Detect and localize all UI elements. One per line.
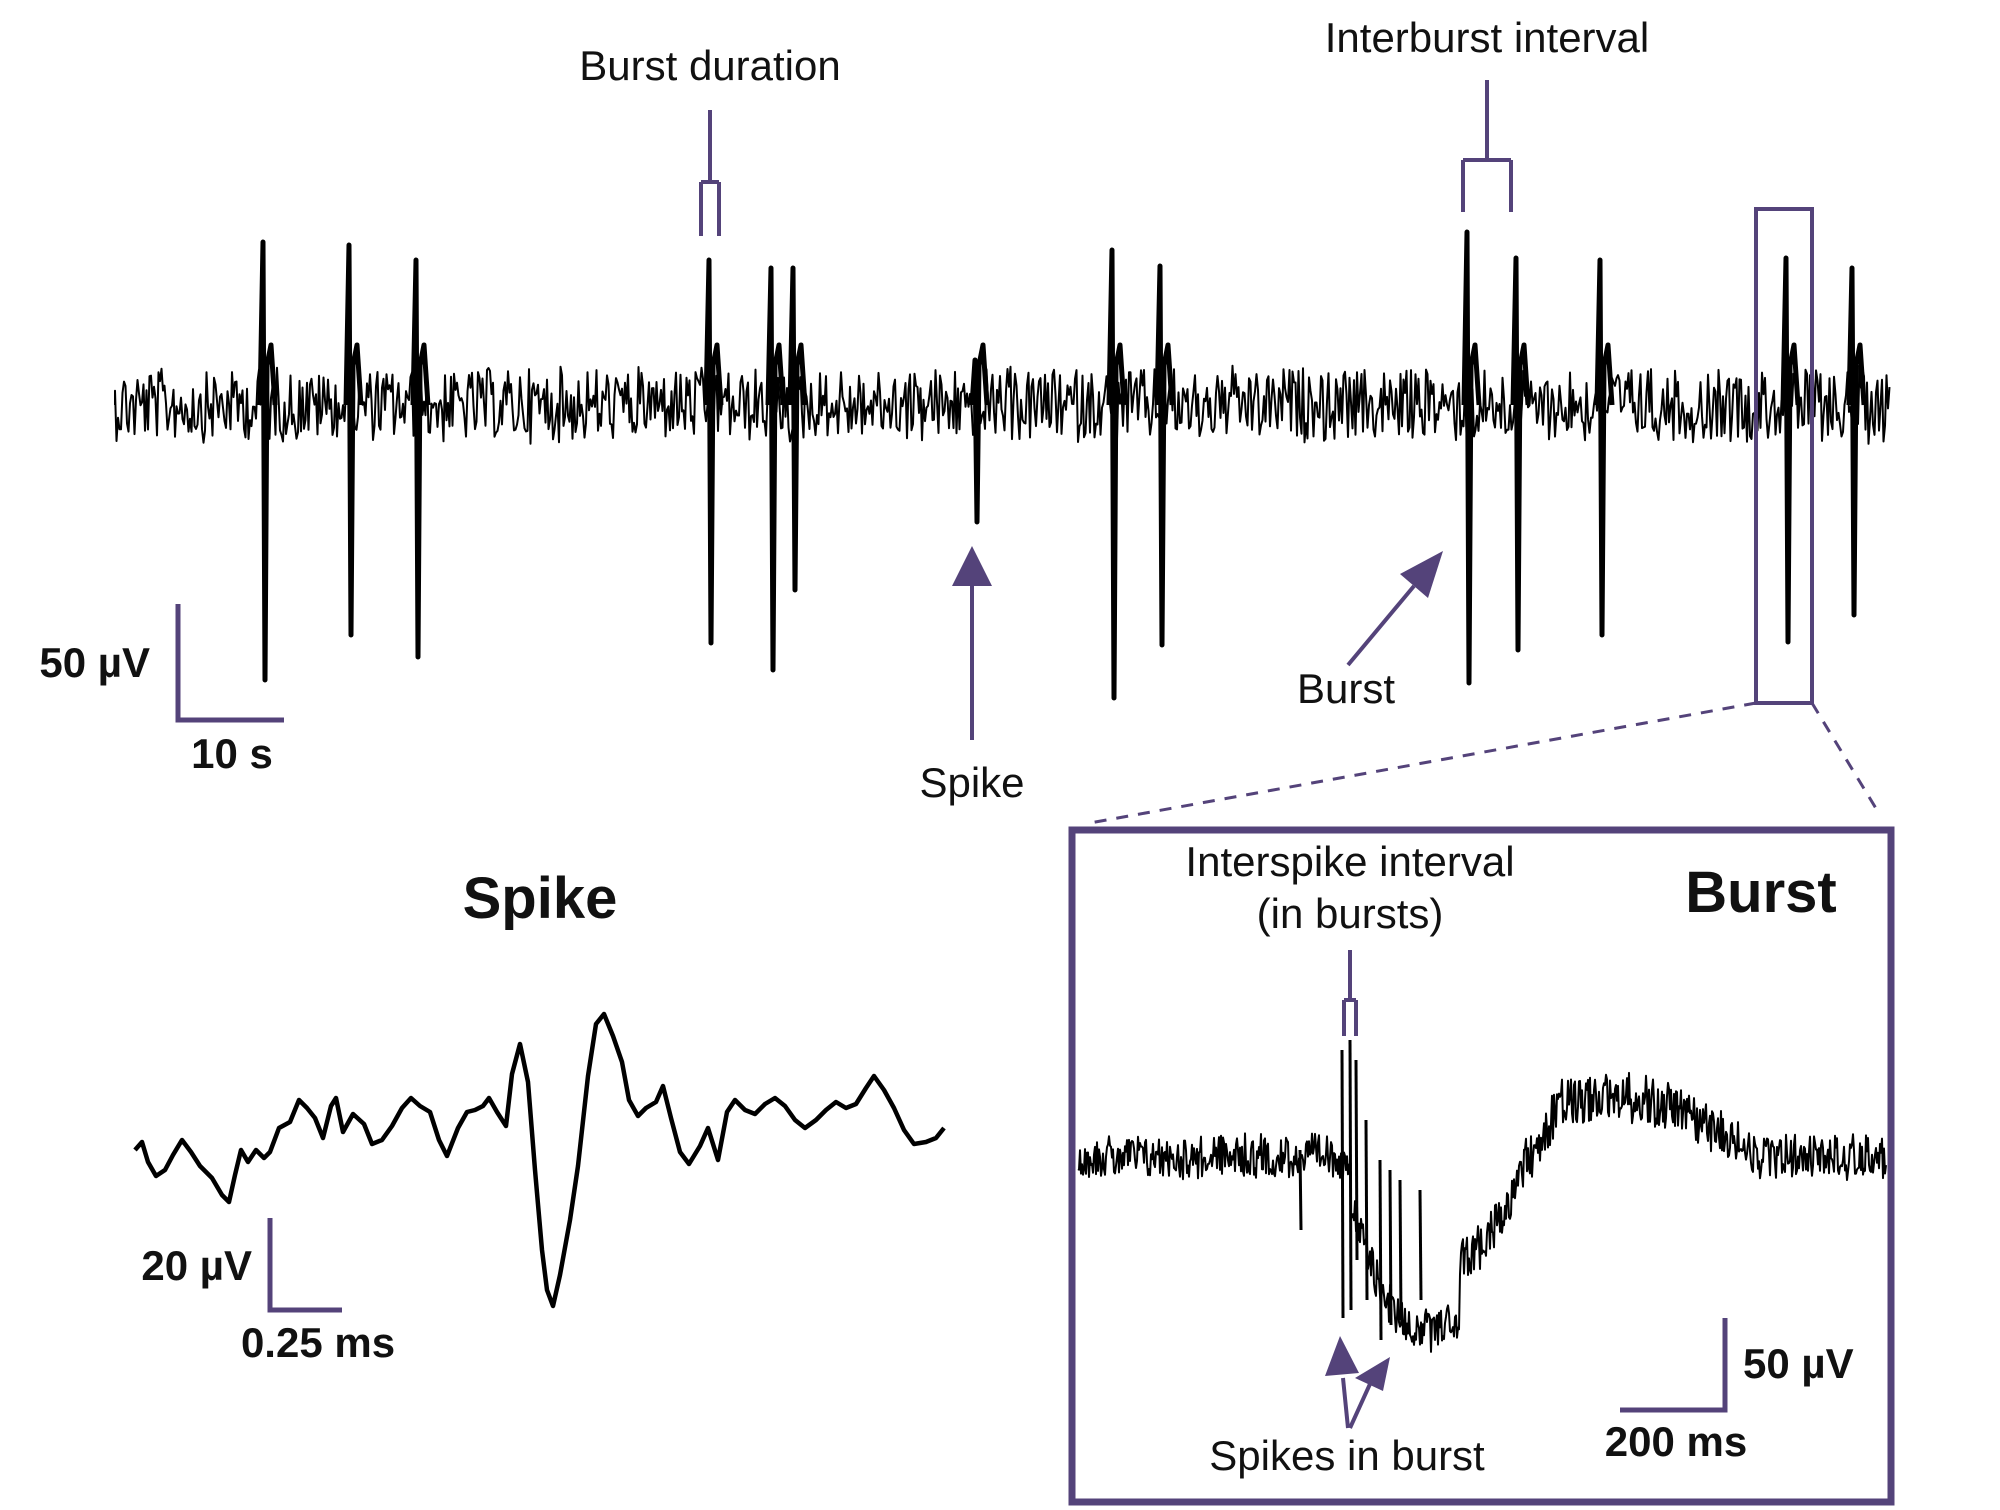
burst-trace-spike <box>1348 1039 1353 1311</box>
burst-duration-bracket <box>699 110 721 236</box>
main-trace-spike <box>343 242 364 638</box>
main-scale-time-label: 10 s <box>191 730 273 777</box>
burst-trace-spike <box>1378 1159 1383 1341</box>
burst-label: Burst <box>1297 665 1395 712</box>
spikes-arrow-1-head <box>1325 1336 1359 1376</box>
spikes-in-burst-label: Spikes in burst <box>1209 1432 1485 1479</box>
main-trace-spike <box>1154 263 1175 648</box>
burst-trace-spike <box>1298 1149 1303 1231</box>
spike-annotation: Spike <box>919 546 1025 806</box>
main-trace-spike <box>1461 229 1482 686</box>
zoom-connector-left <box>1089 701 1757 825</box>
main-scale-voltage-label: 50 µV <box>39 639 150 686</box>
spike-scale-time-label: 0.25 ms <box>241 1319 395 1366</box>
main-scale-bar-lines <box>175 604 284 723</box>
burst-duration-label: Burst duration <box>579 42 840 89</box>
interburst-interval-annotation: Interburst interval <box>1325 14 1649 212</box>
spikes-arrow-2-head <box>1355 1357 1390 1391</box>
burst-trace-noise <box>1077 1071 1887 1353</box>
main-trace-spike <box>1106 247 1127 701</box>
main-trace-noise <box>114 364 1891 445</box>
main-trace-spike <box>969 342 990 525</box>
spike-scale-bar-lines <box>267 1218 342 1313</box>
main-trace-spike <box>257 239 278 683</box>
main-trace-spike <box>1510 255 1531 653</box>
main-scale-bar: 50 µV 10 s <box>39 604 284 777</box>
interburst-interval-bracket <box>1461 80 1513 212</box>
main-trace-spike <box>787 265 808 593</box>
burst-trace-spike <box>1418 1189 1423 1301</box>
burst-trace-spike <box>1388 1169 1393 1326</box>
spike-label: Spike <box>919 759 1024 806</box>
spike-panel: Spike 20 µV 0.25 ms <box>133 866 946 1366</box>
zoom-selection-box[interactable] <box>1754 207 1814 705</box>
burst-scale-bar-lines <box>1620 1318 1728 1413</box>
main-trace-spike <box>1780 255 1801 645</box>
main-trace-spike <box>1594 257 1615 638</box>
main-trace-spike <box>703 257 724 646</box>
burst-panel-title: Burst <box>1685 860 1836 925</box>
interspike-interval-bracket <box>1342 950 1358 1036</box>
spike-arrow-head <box>952 546 992 586</box>
main-trace-spike <box>410 257 431 660</box>
zoom-connector-right <box>1810 702 1882 816</box>
main-trace-spike <box>765 265 786 673</box>
interspike-interval-label-line1: Interspike interval <box>1185 838 1514 885</box>
burst-duration-annotation: Burst duration <box>579 42 841 236</box>
burst-trace-spike <box>1398 1179 1403 1321</box>
burst-trace-spikes <box>1298 1039 1423 1341</box>
burst-scale-voltage-label: 50 µV <box>1743 1340 1854 1387</box>
spikes-arrow-2-shaft <box>1348 1383 1372 1429</box>
burst-annotation: Burst <box>1297 551 1443 712</box>
interspike-interval-label-line2: (in bursts) <box>1257 890 1444 937</box>
spike-scale-voltage-label: 20 µV <box>141 1242 252 1289</box>
burst-trace-spike <box>1340 1049 1345 1319</box>
raw-recording-trace <box>114 229 1891 701</box>
spike-waveform <box>133 1011 946 1309</box>
burst-panel: Burst Interspike interval (in bursts) Sp… <box>1068 826 1895 1506</box>
main-trace-spike <box>1846 265 1867 618</box>
burst-arrow-shaft <box>1346 584 1416 667</box>
main-trace-spikes <box>257 229 1867 701</box>
burst-arrow-head <box>1400 551 1443 598</box>
burst-scale-time-label: 200 ms <box>1605 1418 1747 1465</box>
burst-trace-spike <box>1364 1119 1369 1301</box>
burst-trace-spike <box>1354 1059 1359 1261</box>
spike-panel-title: Spike <box>463 866 618 931</box>
interburst-interval-label: Interburst interval <box>1325 14 1649 61</box>
burst-panel-frame <box>1068 826 1895 1506</box>
spikes-arrow-1-shaft <box>1341 1377 1350 1429</box>
